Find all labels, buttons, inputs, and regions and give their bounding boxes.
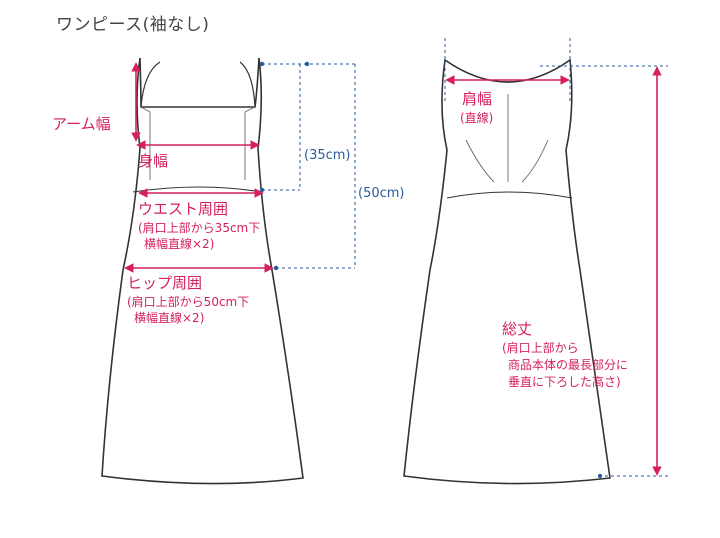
hip-note-2: 横幅直線×2) — [134, 311, 205, 325]
shoulder-note: (直線) — [460, 111, 494, 125]
page-title: ワンピース(袖なし) — [56, 15, 210, 35]
measure-arrows — [124, 62, 662, 476]
back-dress-outline — [403, 58, 611, 485]
arm-width-label: アーム幅 — [52, 115, 111, 133]
front-neckline — [140, 61, 256, 108]
hip-label: ヒップ周囲 — [127, 274, 203, 292]
shoulder-width-label: 肩幅 — [462, 90, 493, 108]
back-dart — [465, 139, 549, 183]
front-waist-seam — [132, 186, 263, 193]
waist-note-2: 横幅直線×2) — [144, 237, 215, 251]
front-dress-outline — [101, 57, 304, 485]
length-note-3: 垂直に下ろした高さ) — [508, 375, 621, 389]
dimension-35: (35cm) — [304, 148, 351, 163]
dimension-guides — [262, 38, 668, 477]
back-waist-seam — [446, 191, 573, 199]
waist-label: ウエスト周囲 — [138, 200, 229, 218]
length-note-1: (肩口上部から — [502, 341, 579, 355]
chest-width-label: 身幅 — [138, 152, 169, 170]
back-dress — [403, 58, 611, 485]
total-length-label: 総丈 — [502, 320, 533, 338]
front-dress — [101, 57, 304, 485]
length-note-2: 商品本体の最長部分に — [508, 358, 629, 372]
hip-note-1: (肩口上部から50cm下 — [127, 295, 250, 309]
dimension-50: (50cm) — [358, 186, 405, 201]
dimension-dots — [259, 61, 603, 479]
waist-note-1: (肩口上部から35cm下 — [138, 221, 261, 235]
